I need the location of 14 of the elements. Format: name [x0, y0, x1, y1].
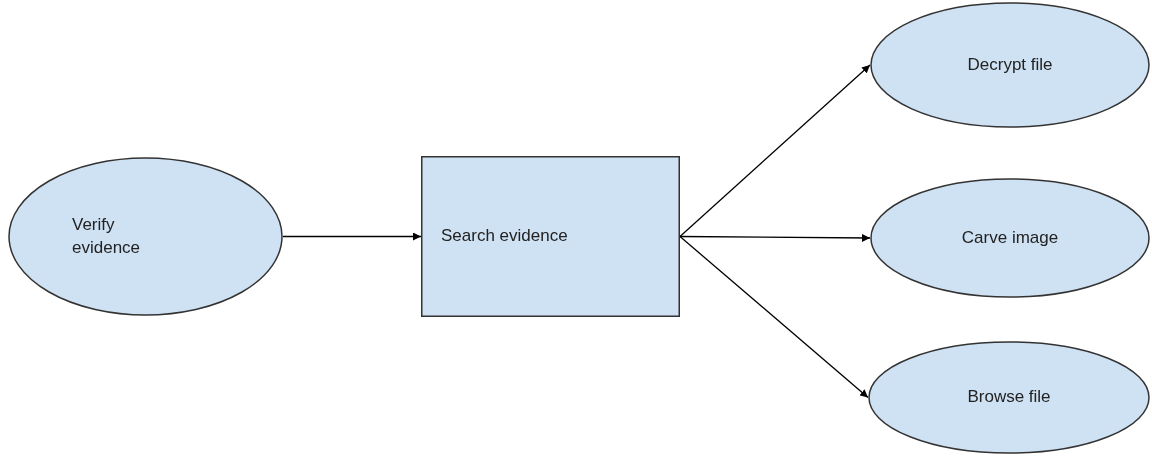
process-ellipse [868, 341, 1150, 454]
node-label: Verify evidence [72, 213, 142, 259]
node-label: Decrypt file [967, 53, 1053, 76]
process-ellipse [8, 157, 283, 316]
node-label: Browse file [967, 386, 1051, 409]
arrow [679, 64, 871, 238]
node-label: Search evidence [441, 225, 568, 248]
process-box [421, 156, 680, 317]
process-ellipse [870, 178, 1150, 298]
process-ellipse [870, 2, 1150, 128]
arrow [282, 232, 422, 241]
node-label: Carve image [961, 226, 1059, 249]
arrow [679, 235, 869, 399]
arrow [679, 233, 871, 242]
